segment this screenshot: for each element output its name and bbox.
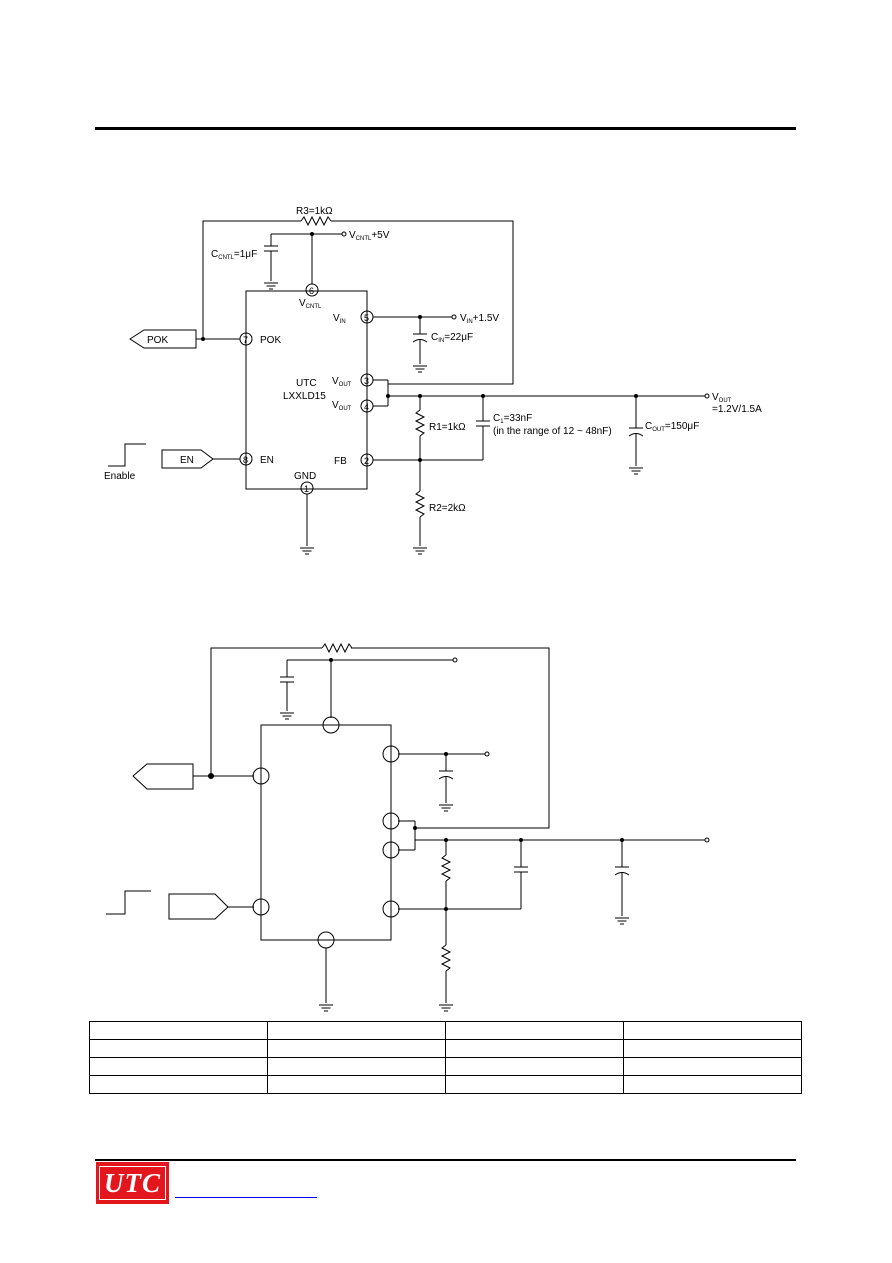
svg-text:1: 1 xyxy=(304,484,309,494)
svg-text:UTC: UTC xyxy=(296,378,317,389)
svg-text:4: 4 xyxy=(364,402,369,412)
figure-1-junctions xyxy=(201,232,638,462)
svg-text:VIN: VIN xyxy=(333,313,346,325)
svg-text:FB: FB xyxy=(334,456,347,467)
svg-text:VCNTL+5V: VCNTL+5V xyxy=(349,230,390,242)
svg-text:EN: EN xyxy=(260,455,274,466)
pok-box-label: POK xyxy=(147,335,168,346)
svg-text:COUT=150μF: COUT=150μF xyxy=(645,421,699,433)
table-cell xyxy=(623,1021,802,1040)
ic-body-2 xyxy=(260,724,392,941)
r3-resistor xyxy=(300,215,332,227)
table-cell xyxy=(267,1021,446,1040)
table-cell xyxy=(445,1057,624,1076)
footer-rule xyxy=(95,1159,796,1161)
table-cell xyxy=(445,1075,624,1094)
table-row xyxy=(89,1075,802,1094)
r3-label: R3=1kΩ xyxy=(296,206,333,217)
svg-text:VOUT: VOUT xyxy=(332,400,352,412)
table-row xyxy=(89,1039,802,1058)
header-rule xyxy=(95,127,796,130)
table-cell xyxy=(267,1039,446,1058)
svg-text:6: 6 xyxy=(309,286,314,296)
svg-text:C1=33nF: C1=33nF xyxy=(493,413,532,425)
figure-1-application-circuit xyxy=(108,215,710,555)
svg-text:VIN+1.5V: VIN+1.5V xyxy=(460,313,499,325)
en-arrow-box xyxy=(161,449,214,469)
table-cell xyxy=(445,1039,624,1058)
table-row xyxy=(89,1021,802,1040)
svg-text:7: 7 xyxy=(243,335,248,345)
table-cell xyxy=(89,1075,268,1094)
website-link[interactable] xyxy=(175,1181,317,1198)
svg-text:2: 2 xyxy=(364,456,369,466)
svg-text:(in the range of 12 ~ 48nF): (in the range of 12 ~ 48nF) xyxy=(493,426,612,437)
spec-table xyxy=(89,1021,802,1094)
figure-2-blank-circuit xyxy=(106,642,710,1012)
figure-2-junctions xyxy=(208,658,624,911)
utc-logo: UTC xyxy=(96,1162,169,1204)
en-box-label: EN xyxy=(180,455,194,466)
svg-text:CIN=22μF: CIN=22μF xyxy=(431,332,473,344)
table-row xyxy=(89,1057,802,1076)
table-cell xyxy=(623,1039,802,1058)
r1-resistor xyxy=(414,409,426,437)
table-cell xyxy=(445,1021,624,1040)
svg-text:3: 3 xyxy=(364,376,369,386)
resistor-top xyxy=(321,642,353,654)
enable-step xyxy=(108,443,146,467)
svg-text:VOUT: VOUT xyxy=(332,376,352,388)
table-cell xyxy=(623,1075,802,1094)
logo-frame xyxy=(99,1166,166,1200)
svg-text:8: 8 xyxy=(243,455,248,465)
table-cell xyxy=(89,1039,268,1058)
svg-text:CCNTL=1μF: CCNTL=1μF xyxy=(211,249,257,261)
svg-text:LXXLD15: LXXLD15 xyxy=(283,391,326,402)
svg-text:VOUT: VOUT xyxy=(712,392,732,404)
svg-text:=1.2V/1.5A: =1.2V/1.5A xyxy=(712,404,762,415)
r2-resistor xyxy=(414,490,426,518)
svg-text:R1=1kΩ: R1=1kΩ xyxy=(429,422,466,433)
table-cell xyxy=(89,1021,268,1040)
table-cell xyxy=(267,1075,446,1094)
logo-text: UTC xyxy=(104,1168,161,1198)
svg-text:POK: POK xyxy=(260,335,281,346)
table-cell xyxy=(623,1057,802,1076)
figure-1-labels: R3=1kΩ VCNTL+5V CCNTL=1μF 6 VCNTL 5 VIN … xyxy=(104,206,762,514)
table-cell xyxy=(267,1057,446,1076)
svg-text:R2=2kΩ: R2=2kΩ xyxy=(429,503,466,514)
svg-text:VCNTL: VCNTL xyxy=(299,298,322,310)
table-cell xyxy=(89,1057,268,1076)
svg-text:5: 5 xyxy=(364,313,369,323)
svg-text:GND: GND xyxy=(294,471,316,482)
svg-text:Enable: Enable xyxy=(104,471,136,482)
